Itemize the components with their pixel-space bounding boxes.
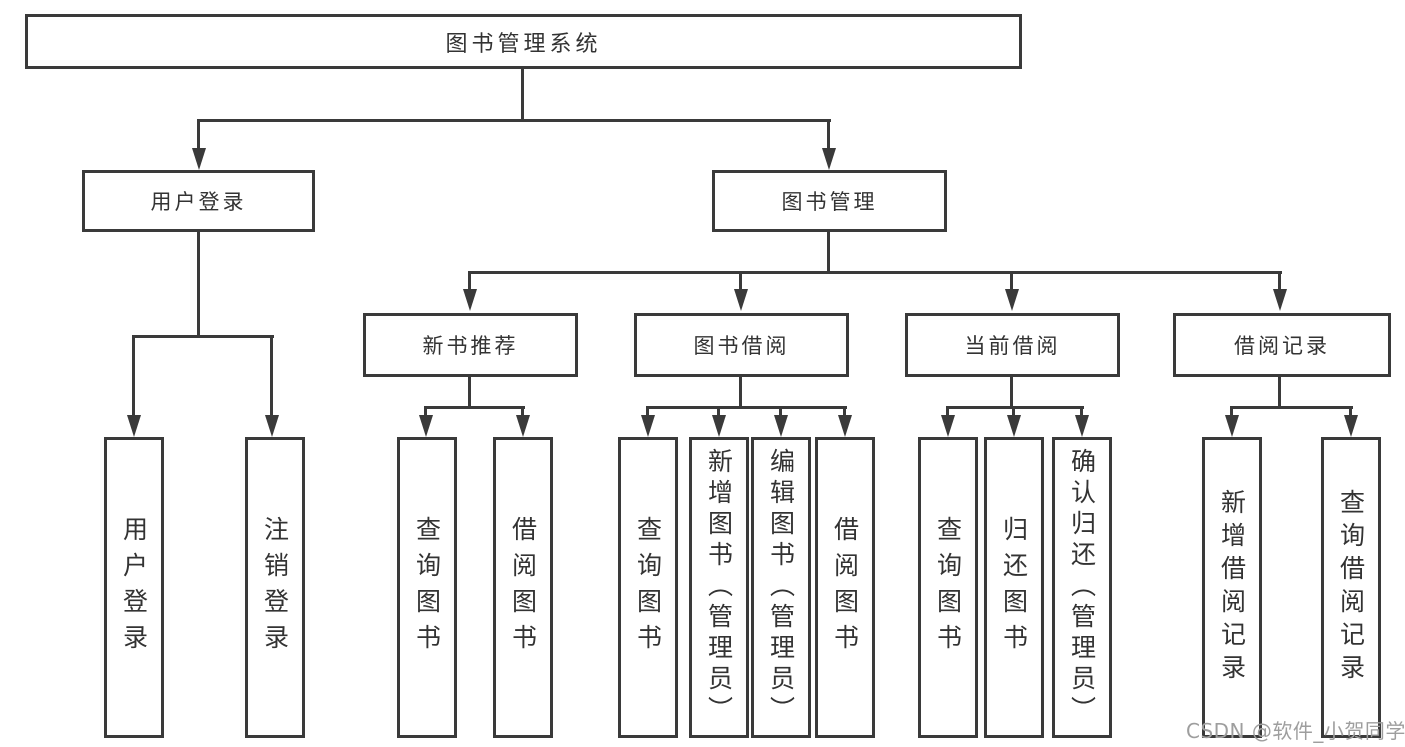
connector-leaf-stem (424, 406, 427, 418)
connector-group-rail (646, 406, 847, 409)
connector-level3-rail (468, 271, 1282, 274)
leaf-query-books-recommend: 查询图书 (397, 437, 457, 738)
node-book-borrow: 图书借阅 (634, 313, 849, 377)
leaf-label: 借阅图书 (830, 515, 860, 660)
arrow-down-icon (1005, 289, 1019, 311)
connector-group-down (739, 377, 742, 409)
arrow-down-icon (1225, 415, 1239, 437)
arrow-down-icon (463, 289, 477, 311)
connector-book-mgmt-stem (827, 119, 830, 152)
leaf-label: 查询图书 (633, 515, 663, 660)
arrow-down-icon (941, 415, 955, 437)
leaf-query-books-current: 查询图书 (918, 437, 978, 738)
arrow-down-icon (127, 415, 141, 437)
arrow-down-icon (419, 415, 433, 437)
leaf-borrow-books-recommend: 借阅图书 (493, 437, 553, 738)
node-new-book-recommend: 新书推荐 (363, 313, 578, 377)
arrow-down-icon (641, 415, 655, 437)
connector-root-stem (521, 69, 524, 122)
node-book-management: 图书管理 (712, 170, 947, 232)
connector-group-rail (946, 406, 1084, 409)
connector-leaf-stem (1230, 406, 1233, 418)
leaf-label: 查询图书 (933, 515, 963, 660)
connector-level3-stem (1278, 271, 1281, 293)
connector-level3-stem (1010, 271, 1013, 293)
connector-leaf-stem (132, 335, 135, 417)
arrow-down-icon (192, 148, 206, 170)
leaf-user-login: 用户登录 (104, 437, 164, 738)
connector-leaf-stem (1349, 406, 1352, 418)
node-root-book-management-system: 图书管理系统 (25, 14, 1022, 69)
connector-leaf-stem (779, 406, 782, 418)
connector-root-rail (197, 119, 831, 122)
arrow-down-icon (822, 148, 836, 170)
leaf-label: 新增借阅记录 (1217, 488, 1247, 687)
arrow-down-icon (265, 415, 279, 437)
connector-leaf-stem (521, 406, 524, 418)
arrow-down-icon (774, 415, 788, 437)
arrow-down-icon (838, 415, 852, 437)
connector-leaf-stem (270, 335, 273, 417)
leaf-query-borrow-record: 查询借阅记录 (1321, 437, 1381, 738)
connector-leaf-stem (717, 406, 720, 418)
leaf-label: 查询借阅记录 (1336, 488, 1366, 687)
leaf-confirm-return-admin: 确认归还（管理员） (1052, 437, 1112, 738)
leaf-add-borrow-record: 新增借阅记录 (1202, 437, 1262, 738)
arrow-down-icon (1273, 289, 1287, 311)
connector-leaf-stem (946, 406, 949, 418)
leaf-return-book: 归还图书 (984, 437, 1044, 738)
leaf-label: 归还图书 (999, 515, 1029, 660)
node-borrow-records: 借阅记录 (1173, 313, 1391, 377)
leaf-label: 确认归还（管理员） (1067, 448, 1097, 727)
connector-book-mgmt-down (827, 232, 830, 274)
arrow-down-icon (712, 415, 726, 437)
connector-leaf-stem (843, 406, 846, 418)
node-current-borrow: 当前借阅 (905, 313, 1120, 377)
arrow-down-icon (734, 289, 748, 311)
arrow-down-icon (1075, 415, 1089, 437)
arrow-down-icon (1344, 415, 1358, 437)
node-user-login: 用户登录 (82, 170, 315, 232)
connector-user-login-down (197, 232, 200, 335)
leaf-label: 借阅图书 (508, 515, 538, 660)
connector-group-down (1010, 377, 1013, 409)
connector-leaf-stem (646, 406, 649, 418)
leaf-edit-book-admin: 编辑图书（管理员） (751, 437, 811, 738)
connector-level3-stem (468, 271, 471, 293)
csdn-watermark: CSDN @软件_小贺同学 (1186, 719, 1405, 743)
connector-leaf-stem (1012, 406, 1015, 418)
connector-group-down (1278, 377, 1281, 409)
connector-group-down (468, 377, 471, 409)
arrow-down-icon (1007, 415, 1021, 437)
leaf-borrow-books: 借阅图书 (815, 437, 875, 738)
connector-level3-stem (739, 271, 742, 293)
connector-group-rail (424, 406, 525, 409)
leaf-label: 用户登录 (119, 515, 149, 660)
leaf-label: 注销登录 (260, 515, 290, 660)
connector-user-login-stem (197, 119, 200, 152)
arrow-down-icon (516, 415, 530, 437)
connector-leaf-stem (1080, 406, 1083, 418)
leaf-query-books-borrow: 查询图书 (618, 437, 678, 738)
leaf-label: 编辑图书（管理员） (766, 448, 796, 727)
leaf-label: 查询图书 (412, 515, 442, 660)
connector-group-rail (1230, 406, 1353, 409)
connector-user-login-rail (132, 335, 274, 338)
leaf-label: 新增图书（管理员） (704, 448, 734, 727)
leaf-add-book-admin: 新增图书（管理员） (689, 437, 749, 738)
leaf-logout: 注销登录 (245, 437, 305, 738)
